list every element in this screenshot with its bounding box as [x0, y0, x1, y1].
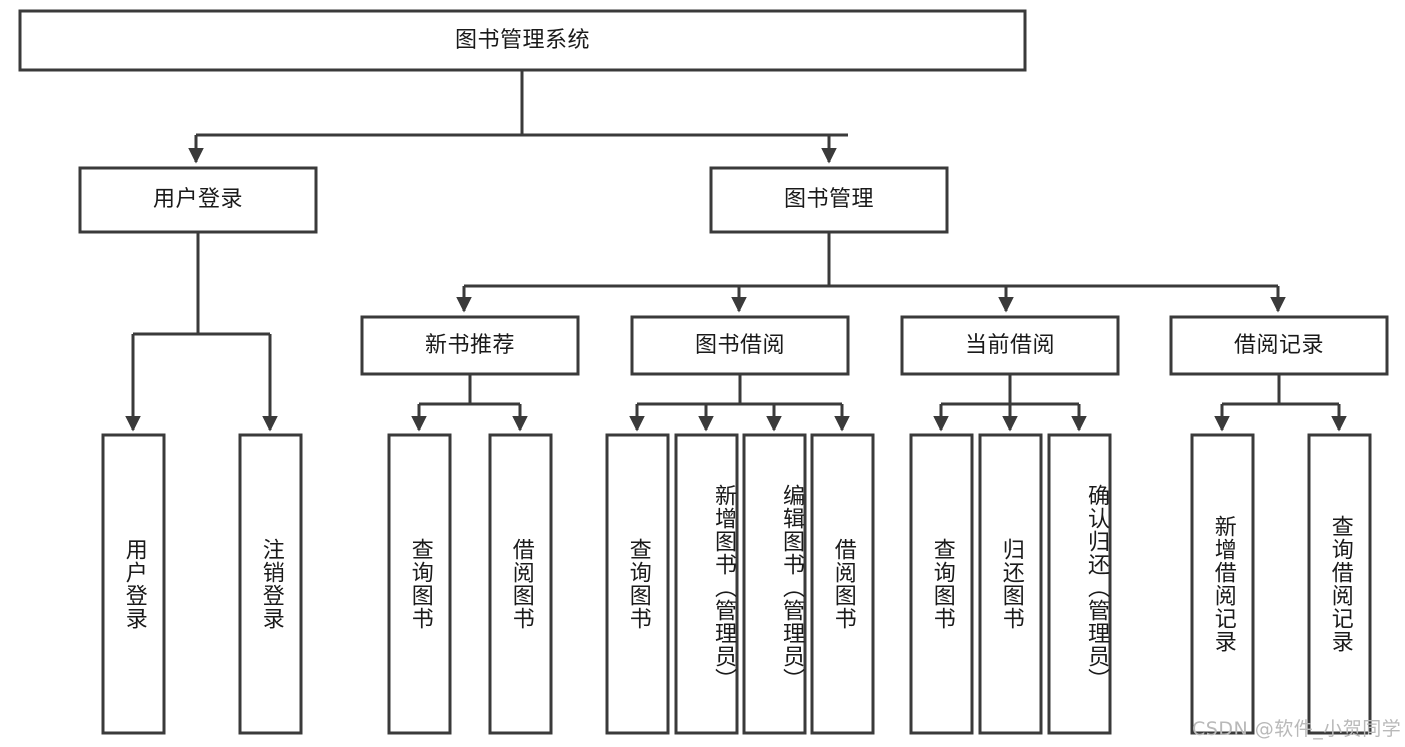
node-box-leaf-add-book[interactable]: [674, 433, 739, 735]
csdn-watermark: CSDN @软件_小贺同学: [1192, 718, 1402, 740]
node-box-book-manage[interactable]: [709, 166, 949, 234]
node-box-leaf-borrow-book-1[interactable]: [488, 433, 553, 735]
connector-borrowrecord-to-leaves: [1214, 374, 1347, 432]
node-box-leaf-confirm-return[interactable]: [1047, 433, 1112, 735]
node-box-leaf-borrow-book-2[interactable]: [810, 433, 875, 735]
node-box-leaf-user-login[interactable]: [101, 433, 166, 735]
connector-bookmanage-to-level3: [456, 232, 1286, 313]
node-box-borrow-record[interactable]: [1169, 315, 1389, 376]
node-box-leaf-query-record[interactable]: [1307, 433, 1372, 735]
connector-currentborrow-to-leaves: [933, 374, 1087, 432]
node-box-leaf-user-logout[interactable]: [238, 433, 303, 735]
node-box-leaf-return-book[interactable]: [978, 433, 1043, 735]
connector-newbook-to-leaves: [411, 374, 528, 432]
node-box-current-borrow[interactable]: [900, 315, 1120, 376]
node-box-leaf-query-book-2[interactable]: [605, 433, 670, 735]
node-box-user-login[interactable]: [78, 166, 318, 234]
node-box-leaf-query-book-1[interactable]: [387, 433, 452, 735]
connector-bookborrow-to-leaves: [629, 374, 850, 432]
node-box-new-book-rec[interactable]: [360, 315, 580, 376]
node-box-leaf-query-book-3[interactable]: [909, 433, 974, 735]
node-box-book-borrow[interactable]: [630, 315, 850, 376]
connector-userlogin-to-leaves: [125, 232, 278, 432]
node-box-leaf-edit-book[interactable]: [742, 433, 807, 735]
connector-root-to-level2: [188, 70, 848, 164]
node-box-root[interactable]: [18, 9, 1027, 72]
node-box-leaf-add-record[interactable]: [1190, 433, 1255, 735]
